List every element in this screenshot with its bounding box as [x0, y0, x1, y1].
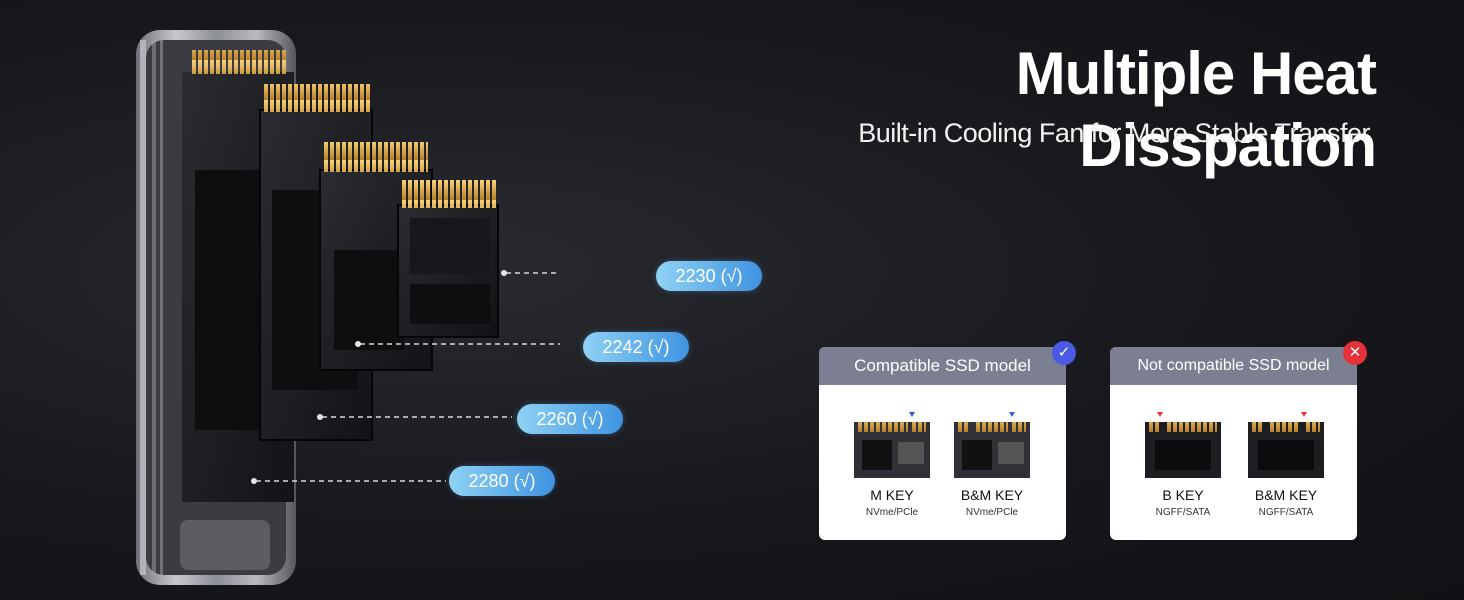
enclosure-illustration	[136, 30, 560, 585]
not-compatible-card: Not compatible SSD model ✕ B KEY NGFF/SA…	[1110, 341, 1367, 540]
b-key-label: B KEY	[1162, 487, 1204, 503]
bm-key-label-compatible: B&M KEY	[960, 487, 1024, 503]
b-key-sub: NGFF/SATA	[1155, 507, 1211, 518]
bm-key-sub-compatible: NVme/PCle	[965, 507, 1019, 518]
headline: Multiple Heat Disspation	[1015, 40, 1377, 179]
leader-lines	[322, 272, 560, 418]
not-compatible-heading: Not compatible SSD model	[1110, 347, 1357, 385]
close-icon: ✕	[1343, 341, 1367, 365]
size-pill-2280: 2280 (√)	[449, 466, 555, 496]
m-key-sub: NVme/PCle	[865, 507, 919, 518]
leader-line-2280	[256, 480, 446, 482]
subheadline: Built-in Cooling Fan for More Stable Tra…	[858, 118, 1370, 148]
m-key-ssd-image	[854, 412, 930, 478]
b-key-ssd-image	[1145, 412, 1221, 478]
bm-key-ssd-image-compatible	[954, 412, 1030, 478]
size-pill-2242: 2242 (√)	[583, 332, 689, 362]
bm-key-label-not-compatible: B&M KEY	[1254, 487, 1318, 503]
leader-dots	[251, 270, 507, 484]
bm-key-sub-not-compatible: NGFF/SATA	[1258, 507, 1314, 518]
m-key-label: M KEY	[870, 487, 914, 503]
ssd-board-2230	[397, 180, 499, 338]
compatible-heading: Compatible SSD model	[819, 347, 1066, 385]
size-pill-2230: 2230 (√)	[656, 261, 762, 291]
check-icon: ✓	[1052, 341, 1076, 365]
size-pill-2260: 2260 (√)	[517, 404, 623, 434]
bm-key-ssd-image-not-compatible	[1248, 412, 1324, 478]
compatible-card: Compatible SSD model ✓ M KEY NVme/PCle B…	[819, 341, 1076, 540]
